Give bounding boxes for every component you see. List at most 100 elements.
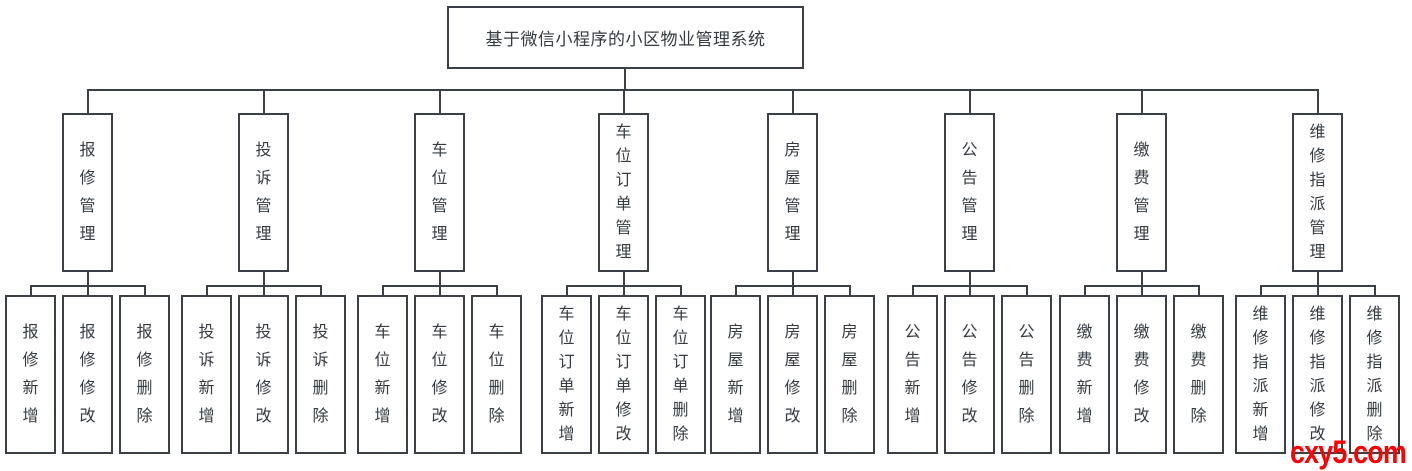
node-payment-add: 缴费新增 — [1059, 295, 1110, 454]
leaf-stub-house-edit — [792, 286, 794, 296]
leaf-stub-complaint-delete — [320, 286, 322, 296]
node-repair-add: 报修新增 — [5, 295, 56, 454]
leaf-stub-maintenance-assignment-delete — [1374, 286, 1376, 296]
node-label: 房屋修改 — [784, 323, 801, 425]
root-label: 基于微信小程序的小区物业管理系统 — [485, 30, 766, 49]
node-parking-order-delete: 车位订单删除 — [655, 295, 706, 454]
node-label: 报修修改 — [79, 323, 96, 425]
leaf-stub-maintenance-assignment-edit — [1317, 286, 1319, 296]
node-label: 车位管理 — [431, 141, 448, 243]
leaf-stub-house-delete — [849, 286, 851, 296]
node-label: 缴费管理 — [1133, 141, 1150, 243]
branch-stub-announcement — [969, 272, 971, 286]
main-bus — [87, 89, 1319, 91]
node-label: 维修指派删除 — [1366, 305, 1383, 443]
node-label: 维修指派管理 — [1309, 123, 1326, 261]
watermark: cxy5.com — [1290, 434, 1407, 470]
bus-to-branch-announcement — [969, 90, 971, 114]
node-label: 投诉管理 — [255, 141, 272, 243]
node-parking-order-management: 车位订单管理 — [598, 113, 649, 272]
node-label: 报修删除 — [136, 323, 153, 425]
leaf-stub-repair-delete — [144, 286, 146, 296]
bus-to-branch-parking-order — [623, 90, 625, 114]
node-maintenance-assignment-add: 维修指派新增 — [1235, 295, 1286, 454]
branch-stub-parking — [439, 272, 441, 286]
node-parking-delete: 车位删除 — [471, 295, 522, 454]
node-label: 车位修改 — [431, 323, 448, 425]
node-house-delete: 房屋删除 — [824, 295, 875, 454]
node-maintenance-assignment-management: 维修指派管理 — [1292, 113, 1343, 272]
node-label: 维修指派新增 — [1252, 305, 1269, 443]
node-label: 公告管理 — [961, 141, 978, 243]
leaf-stub-announcement-add — [912, 286, 914, 296]
leaf-stub-complaint-add — [206, 286, 208, 296]
node-announcement-management: 公告管理 — [944, 113, 995, 272]
node-label: 车位订单管理 — [615, 123, 632, 261]
bus-to-branch-complaint — [263, 90, 265, 114]
node-repair-delete: 报修删除 — [119, 295, 170, 454]
node-label: 车位删除 — [488, 323, 505, 425]
node-payment-edit: 缴费修改 — [1116, 295, 1167, 454]
node-repair-management: 报修管理 — [62, 113, 113, 272]
node-root: 基于微信小程序的小区物业管理系统 — [447, 6, 804, 69]
leaf-stub-repair-add — [30, 286, 32, 296]
node-announcement-add: 公告新增 — [887, 295, 938, 454]
branch-stub-complaint — [263, 272, 265, 286]
bus-to-branch-parking — [439, 90, 441, 114]
root-connector — [624, 69, 626, 90]
node-repair-edit: 报修修改 — [62, 295, 113, 454]
node-maintenance-assignment-delete: 维修指派删除 — [1349, 295, 1400, 454]
node-parking-management: 车位管理 — [414, 113, 465, 272]
node-label: 缴费修改 — [1133, 323, 1150, 425]
leaf-stub-parking-add — [382, 286, 384, 296]
leaf-stub-payment-edit — [1141, 286, 1143, 296]
node-label: 车位订单删除 — [672, 305, 689, 443]
branch-stub-repair — [87, 272, 89, 286]
node-label: 维修指派修改 — [1309, 305, 1326, 443]
bus-to-branch-maintenance-assignment — [1317, 90, 1319, 114]
leaf-stub-parking-order-add — [566, 286, 568, 296]
leaf-stub-maintenance-assignment-add — [1260, 286, 1262, 296]
bus-to-branch-repair — [87, 90, 89, 114]
node-announcement-edit: 公告修改 — [944, 295, 995, 454]
node-maintenance-assignment-edit: 维修指派修改 — [1292, 295, 1343, 454]
branch-stub-parking-order — [623, 272, 625, 286]
leaf-stub-complaint-edit — [263, 286, 265, 296]
branch-stub-payment — [1141, 272, 1143, 286]
node-label: 房屋管理 — [784, 141, 801, 243]
leaf-stub-parking-order-delete — [680, 286, 682, 296]
node-complaint-delete: 投诉删除 — [295, 295, 346, 454]
leaf-stub-payment-delete — [1198, 286, 1200, 296]
node-label: 房屋删除 — [841, 323, 858, 425]
leaf-stub-announcement-delete — [1026, 286, 1028, 296]
leaf-stub-parking-delete — [496, 286, 498, 296]
node-house-edit: 房屋修改 — [767, 295, 818, 454]
leaf-stub-house-add — [735, 286, 737, 296]
node-label: 房屋新增 — [727, 323, 744, 425]
leaf-stub-payment-add — [1084, 286, 1086, 296]
leaf-stub-parking-edit — [439, 286, 441, 296]
node-house-management: 房屋管理 — [767, 113, 818, 272]
node-label: 投诉修改 — [255, 323, 272, 425]
node-complaint-edit: 投诉修改 — [238, 295, 289, 454]
node-parking-add: 车位新增 — [357, 295, 408, 454]
leaf-stub-parking-order-edit — [623, 286, 625, 296]
node-parking-order-add: 车位订单新增 — [541, 295, 592, 454]
node-label: 报修新增 — [22, 323, 39, 425]
node-label: 公告删除 — [1018, 323, 1035, 425]
bus-to-branch-payment — [1141, 90, 1143, 114]
node-house-add: 房屋新增 — [710, 295, 761, 454]
leaf-stub-repair-edit — [87, 286, 89, 296]
bus-to-branch-house — [792, 90, 794, 114]
node-payment-management: 缴费管理 — [1116, 113, 1167, 272]
node-label: 投诉删除 — [312, 323, 329, 425]
node-label: 公告修改 — [961, 323, 978, 425]
branch-stub-house — [792, 272, 794, 286]
branch-stub-maintenance-assignment — [1317, 272, 1319, 286]
node-label: 投诉新增 — [198, 323, 215, 425]
node-label: 报修管理 — [79, 141, 96, 243]
node-parking-order-edit: 车位订单修改 — [598, 295, 649, 454]
node-label: 缴费删除 — [1190, 323, 1207, 425]
node-payment-delete: 缴费删除 — [1173, 295, 1224, 454]
node-complaint-management: 投诉管理 — [238, 113, 289, 272]
